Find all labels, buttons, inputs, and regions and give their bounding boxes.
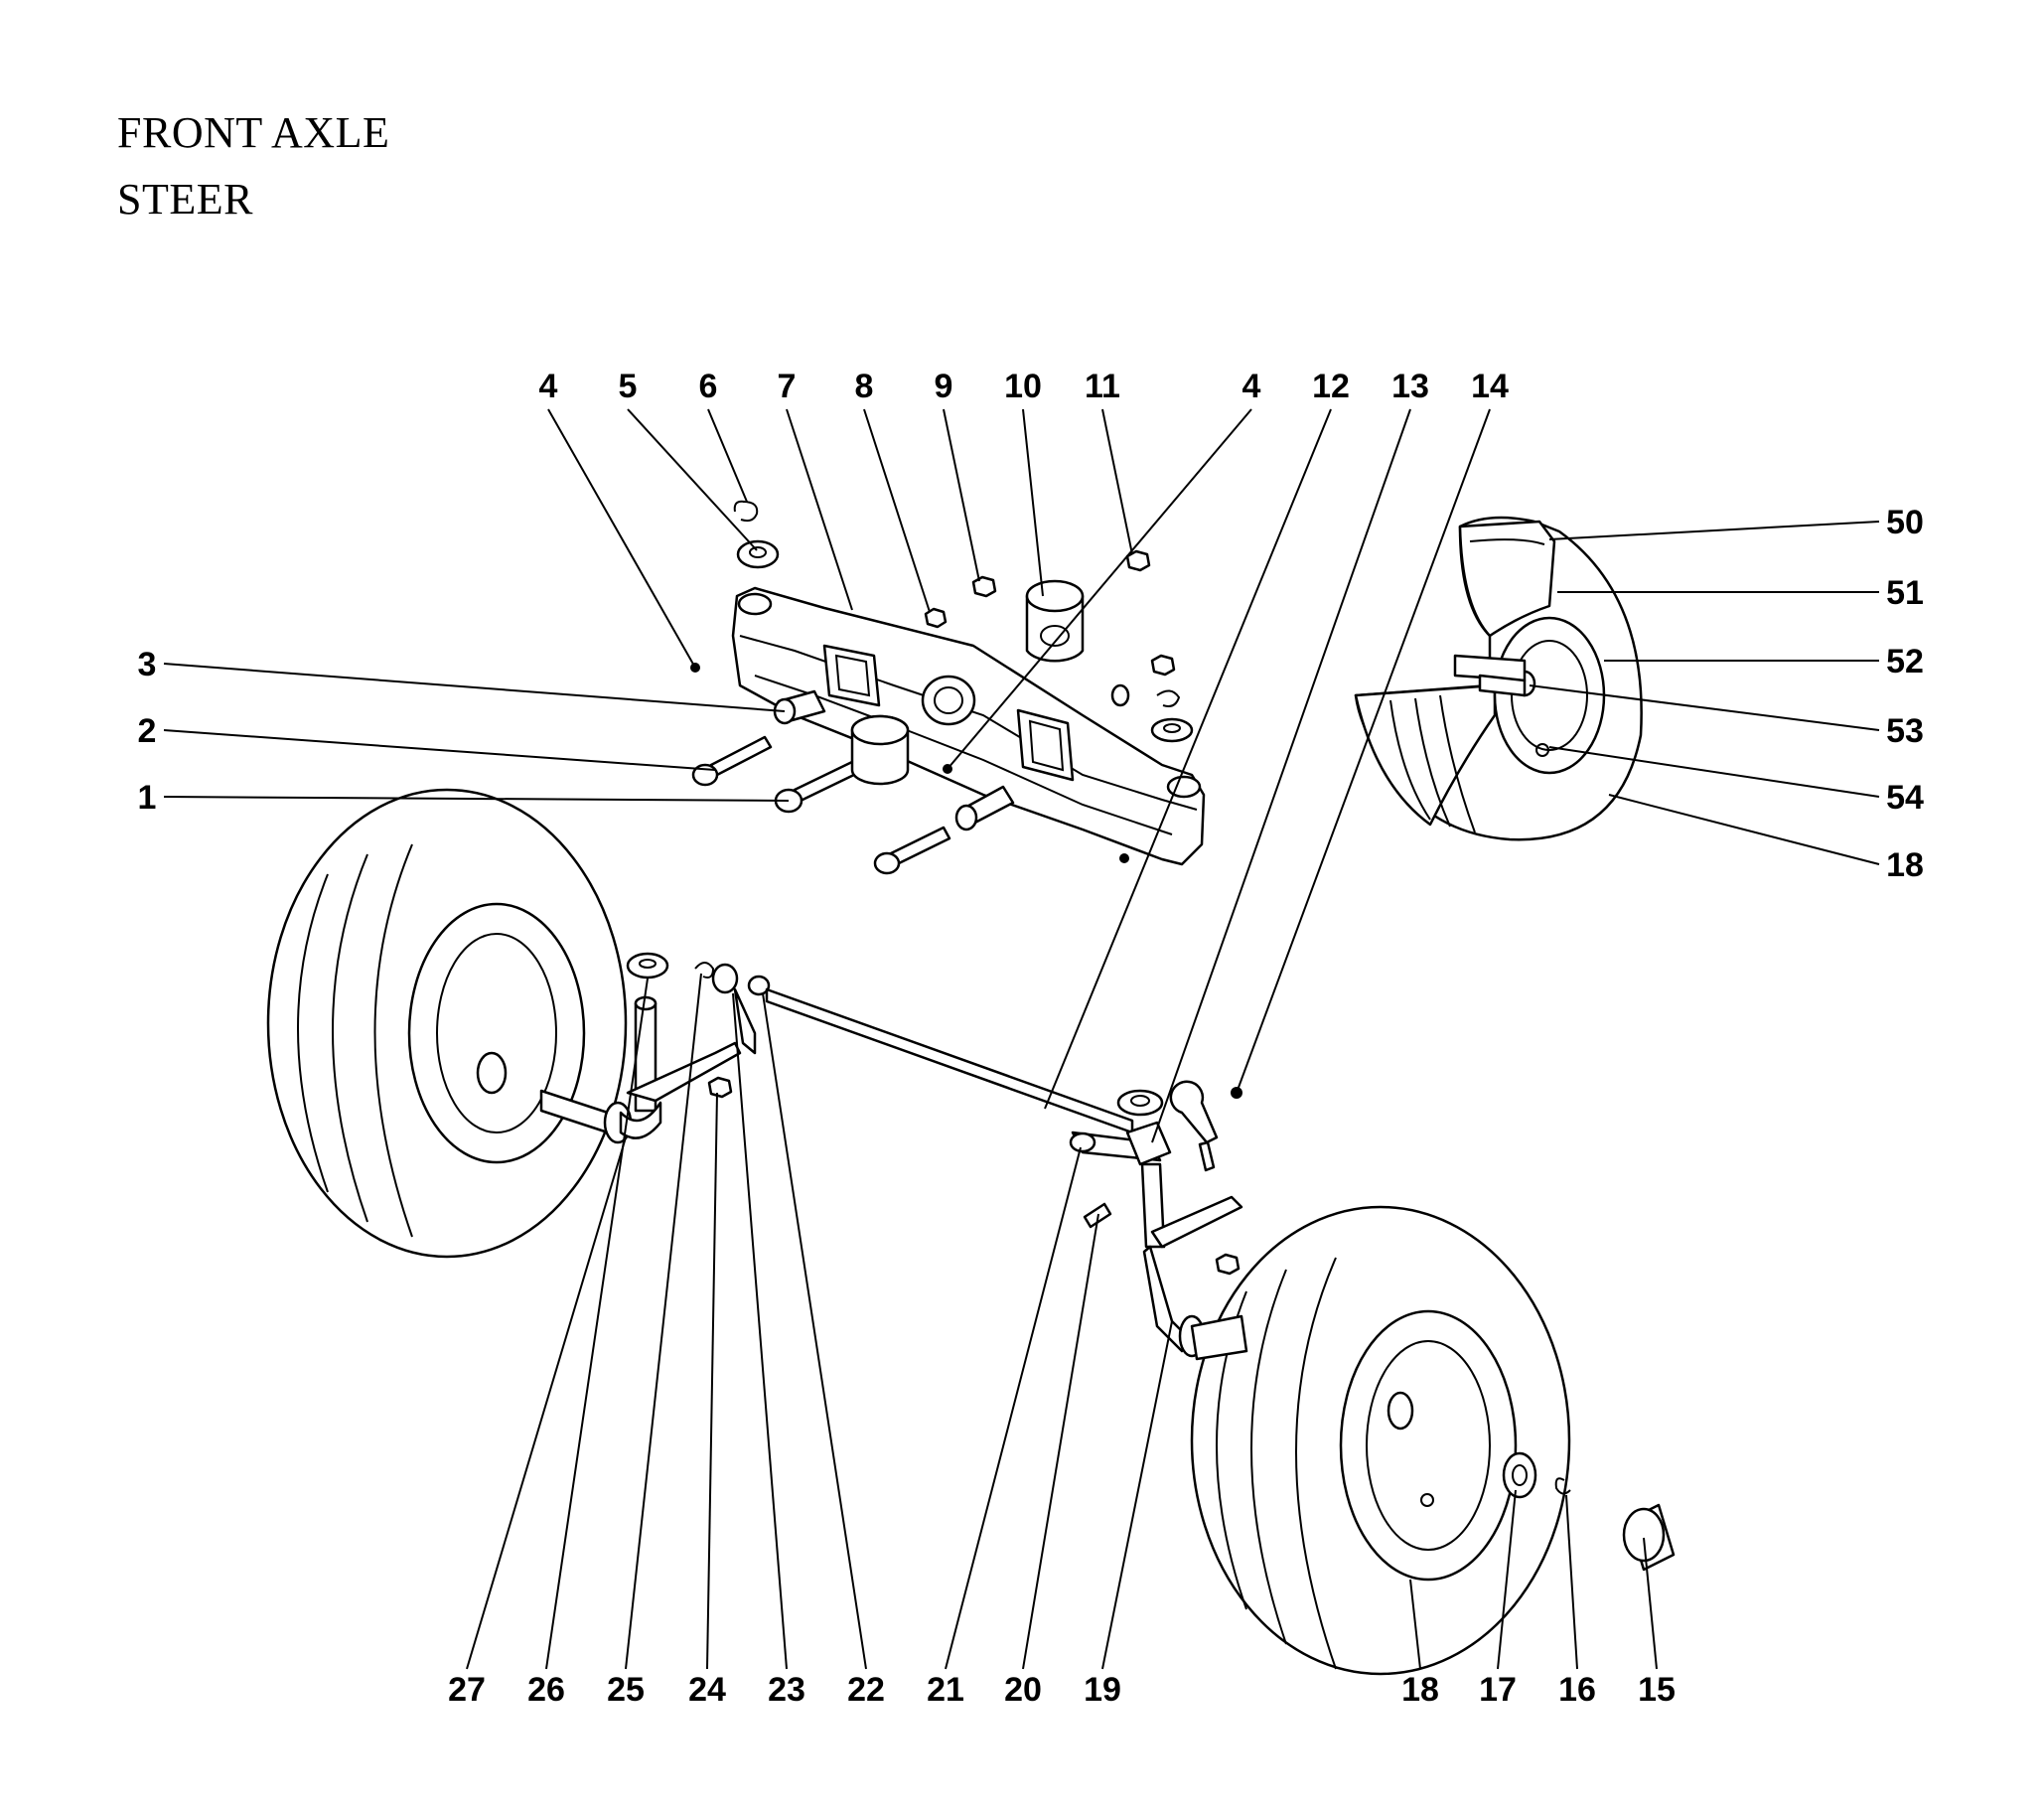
callout-5: 5 (619, 368, 638, 405)
callout-2: 2 (138, 712, 157, 750)
callout-20: 20 (1004, 1671, 1042, 1709)
right-steering-arm (1150, 1195, 1243, 1249)
callout-9: 9 (935, 368, 953, 405)
callout-6: 6 (699, 368, 718, 405)
left-spindle-assembly (619, 952, 771, 1139)
nut-4b-side (1150, 654, 1176, 677)
callout-27: 27 (448, 1671, 486, 1709)
callout-15: 15 (1638, 1671, 1676, 1709)
callout-24: 24 (688, 1671, 726, 1709)
clip-25 (694, 962, 715, 979)
front-axle-beam (731, 586, 1206, 866)
nut-11 (1125, 549, 1151, 572)
valve-54 (1535, 743, 1549, 757)
tie-rod (765, 987, 1162, 1162)
ball-joint-right (1169, 1080, 1219, 1144)
callout-3: 3 (138, 646, 157, 683)
callout-21: 21 (927, 1671, 964, 1709)
pivot-block-13 (1125, 1121, 1172, 1166)
ball-joint-23 (711, 963, 739, 994)
bolt-1 (793, 759, 862, 803)
washer-5 (736, 539, 780, 569)
beam-hardware (690, 500, 1194, 875)
callout-22: 22 (847, 1671, 885, 1709)
nut-8 (924, 607, 948, 629)
nut-right (1215, 1253, 1241, 1276)
nut-24 (707, 1076, 733, 1099)
callout-54: 54 (1886, 779, 1924, 817)
callout-10: 10 (1004, 368, 1042, 405)
diagram-title: FRONT AXLE (117, 108, 390, 157)
callout-17: 17 (1479, 1671, 1517, 1709)
callout-51: 51 (1886, 574, 1924, 612)
callout-18-lower: 18 (1401, 1671, 1439, 1709)
callout-4-right: 4 (1242, 368, 1261, 405)
left-front-wheel (266, 788, 633, 1259)
callout-11: 11 (1085, 368, 1120, 405)
callout-7: 7 (778, 368, 797, 405)
callout-13: 13 (1391, 368, 1429, 405)
washer-26 (626, 952, 669, 980)
e-clip-16 (1554, 1477, 1571, 1495)
diagram-subtitle: STEER (117, 175, 253, 224)
tie-rod-end-22 (747, 975, 771, 996)
washer-right (1116, 1089, 1164, 1117)
tie-rod-21 (765, 987, 1134, 1134)
washer-17 (1502, 1451, 1537, 1499)
callout-26: 26 (527, 1671, 565, 1709)
callout-4: 4 (539, 368, 558, 405)
callout-50: 50 (1886, 504, 1924, 541)
wheel-cutaway-detail (1354, 516, 1643, 841)
tire-cap-50 (1458, 520, 1556, 638)
callout-1: 1 (138, 779, 157, 817)
callout-23: 23 (768, 1671, 805, 1709)
leader-lines (163, 408, 1880, 1670)
callout-25: 25 (607, 1671, 645, 1709)
callout-numbers: 4 5 6 7 8 9 10 11 4 12 13 14 3 2 1 50 51… (138, 368, 1924, 1709)
callout-8: 8 (855, 368, 874, 405)
callout-52: 52 (1886, 643, 1924, 680)
right-front-wheel (1190, 1205, 1676, 1676)
callout-53: 53 (1886, 712, 1924, 750)
nut-9 (971, 575, 997, 598)
e-clip-6 (733, 500, 759, 523)
callout-18-upper: 18 (1886, 846, 1924, 884)
callout-12: 12 (1312, 368, 1350, 405)
bolt-2 (709, 735, 773, 777)
callout-14: 14 (1471, 368, 1509, 405)
callout-16: 16 (1558, 1671, 1596, 1709)
callout-19: 19 (1084, 1671, 1121, 1709)
